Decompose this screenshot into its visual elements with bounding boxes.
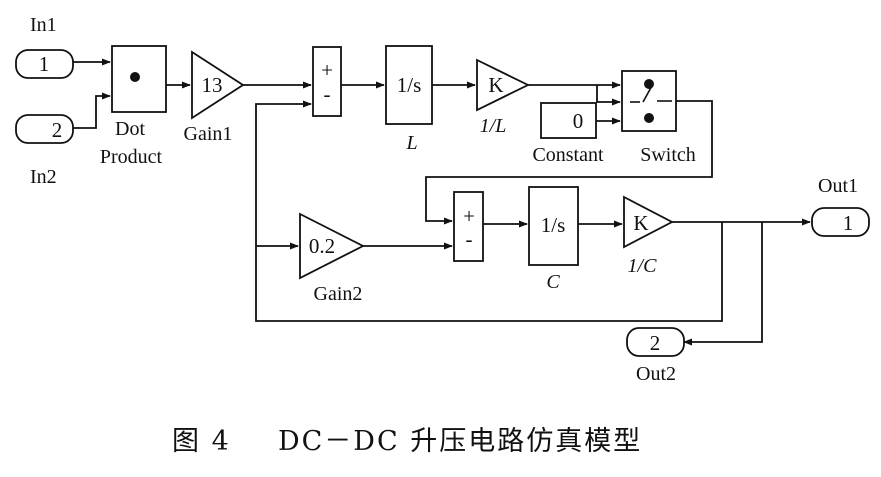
switch-label: Switch bbox=[640, 144, 696, 166]
gain2-label: Gain2 bbox=[314, 283, 363, 305]
dot-icon bbox=[130, 72, 140, 82]
constant-label: Constant bbox=[532, 144, 604, 166]
wire-switch-to-sum2 bbox=[425, 100, 713, 225]
gain2-block[interactable]: 0.2 bbox=[299, 212, 365, 280]
integrator-c-value: 1/s bbox=[541, 213, 566, 237]
dot-product-label-line2: Product bbox=[100, 146, 163, 168]
gain1-value: 13 bbox=[202, 73, 223, 97]
in2-port[interactable]: 2 bbox=[15, 114, 74, 144]
gain-inv-l-block[interactable]: K bbox=[476, 58, 531, 112]
out2-label: Out2 bbox=[636, 363, 676, 385]
integrator-l-block[interactable]: 1/s bbox=[385, 45, 433, 125]
switch-icon bbox=[630, 79, 672, 123]
sum1-minus: - bbox=[324, 82, 331, 106]
sum1-block[interactable]: + - bbox=[312, 46, 342, 117]
dot-product-block[interactable] bbox=[111, 45, 167, 113]
switch-block[interactable] bbox=[621, 70, 677, 132]
figure-number: 图 4 bbox=[172, 426, 231, 457]
dot-product-label-line1: Dot bbox=[115, 118, 145, 140]
in1-port[interactable]: 1 bbox=[15, 49, 74, 79]
in2-label: In2 bbox=[30, 166, 57, 188]
figure-title: DC－DC 升压电路仿真模型 bbox=[278, 426, 642, 457]
integrator-c-label: C bbox=[546, 271, 560, 293]
in1-label: In1 bbox=[30, 14, 57, 36]
gain-inv-l-value: K bbox=[488, 73, 503, 97]
wire-feedback-to-sum1 bbox=[255, 100, 723, 322]
figure-caption: 图 4 DC－DC 升压电路仿真模型 bbox=[172, 426, 642, 457]
out2-value: 2 bbox=[650, 331, 661, 355]
integrator-l-label: L bbox=[405, 132, 417, 154]
sum1-plus: + bbox=[321, 58, 333, 82]
gain-inv-l-label: 1/L bbox=[480, 115, 507, 137]
out1-label: Out1 bbox=[818, 175, 858, 197]
out1-port[interactable]: 1 bbox=[811, 207, 870, 237]
sum2-plus: + bbox=[463, 204, 475, 228]
gain2-value: 0.2 bbox=[309, 234, 335, 258]
out2-port[interactable]: 2 bbox=[626, 327, 685, 357]
integrator-l-value: 1/s bbox=[397, 73, 422, 97]
integrator-c-block[interactable]: 1/s bbox=[528, 186, 579, 266]
gain-inv-c-label: 1/C bbox=[628, 255, 658, 277]
in1-value: 1 bbox=[39, 52, 50, 76]
wire-in2-to-dot bbox=[73, 92, 111, 129]
wire-to-out2 bbox=[683, 222, 763, 346]
out1-value: 1 bbox=[843, 211, 854, 235]
sum2-minus: - bbox=[466, 227, 473, 251]
signal-lines bbox=[73, 58, 811, 346]
in2-value: 2 bbox=[52, 118, 63, 142]
gain1-block[interactable]: 13 bbox=[191, 50, 245, 120]
constant-value: 0 bbox=[573, 109, 584, 133]
gain-inv-c-block[interactable]: K bbox=[623, 195, 674, 249]
gain-inv-c-value: K bbox=[633, 211, 648, 235]
sum2-block[interactable]: + - bbox=[453, 191, 484, 262]
gain1-label: Gain1 bbox=[184, 123, 233, 145]
constant-block[interactable]: 0 bbox=[540, 102, 597, 139]
wire-gainl-to-switch-ctrl bbox=[596, 85, 621, 106]
